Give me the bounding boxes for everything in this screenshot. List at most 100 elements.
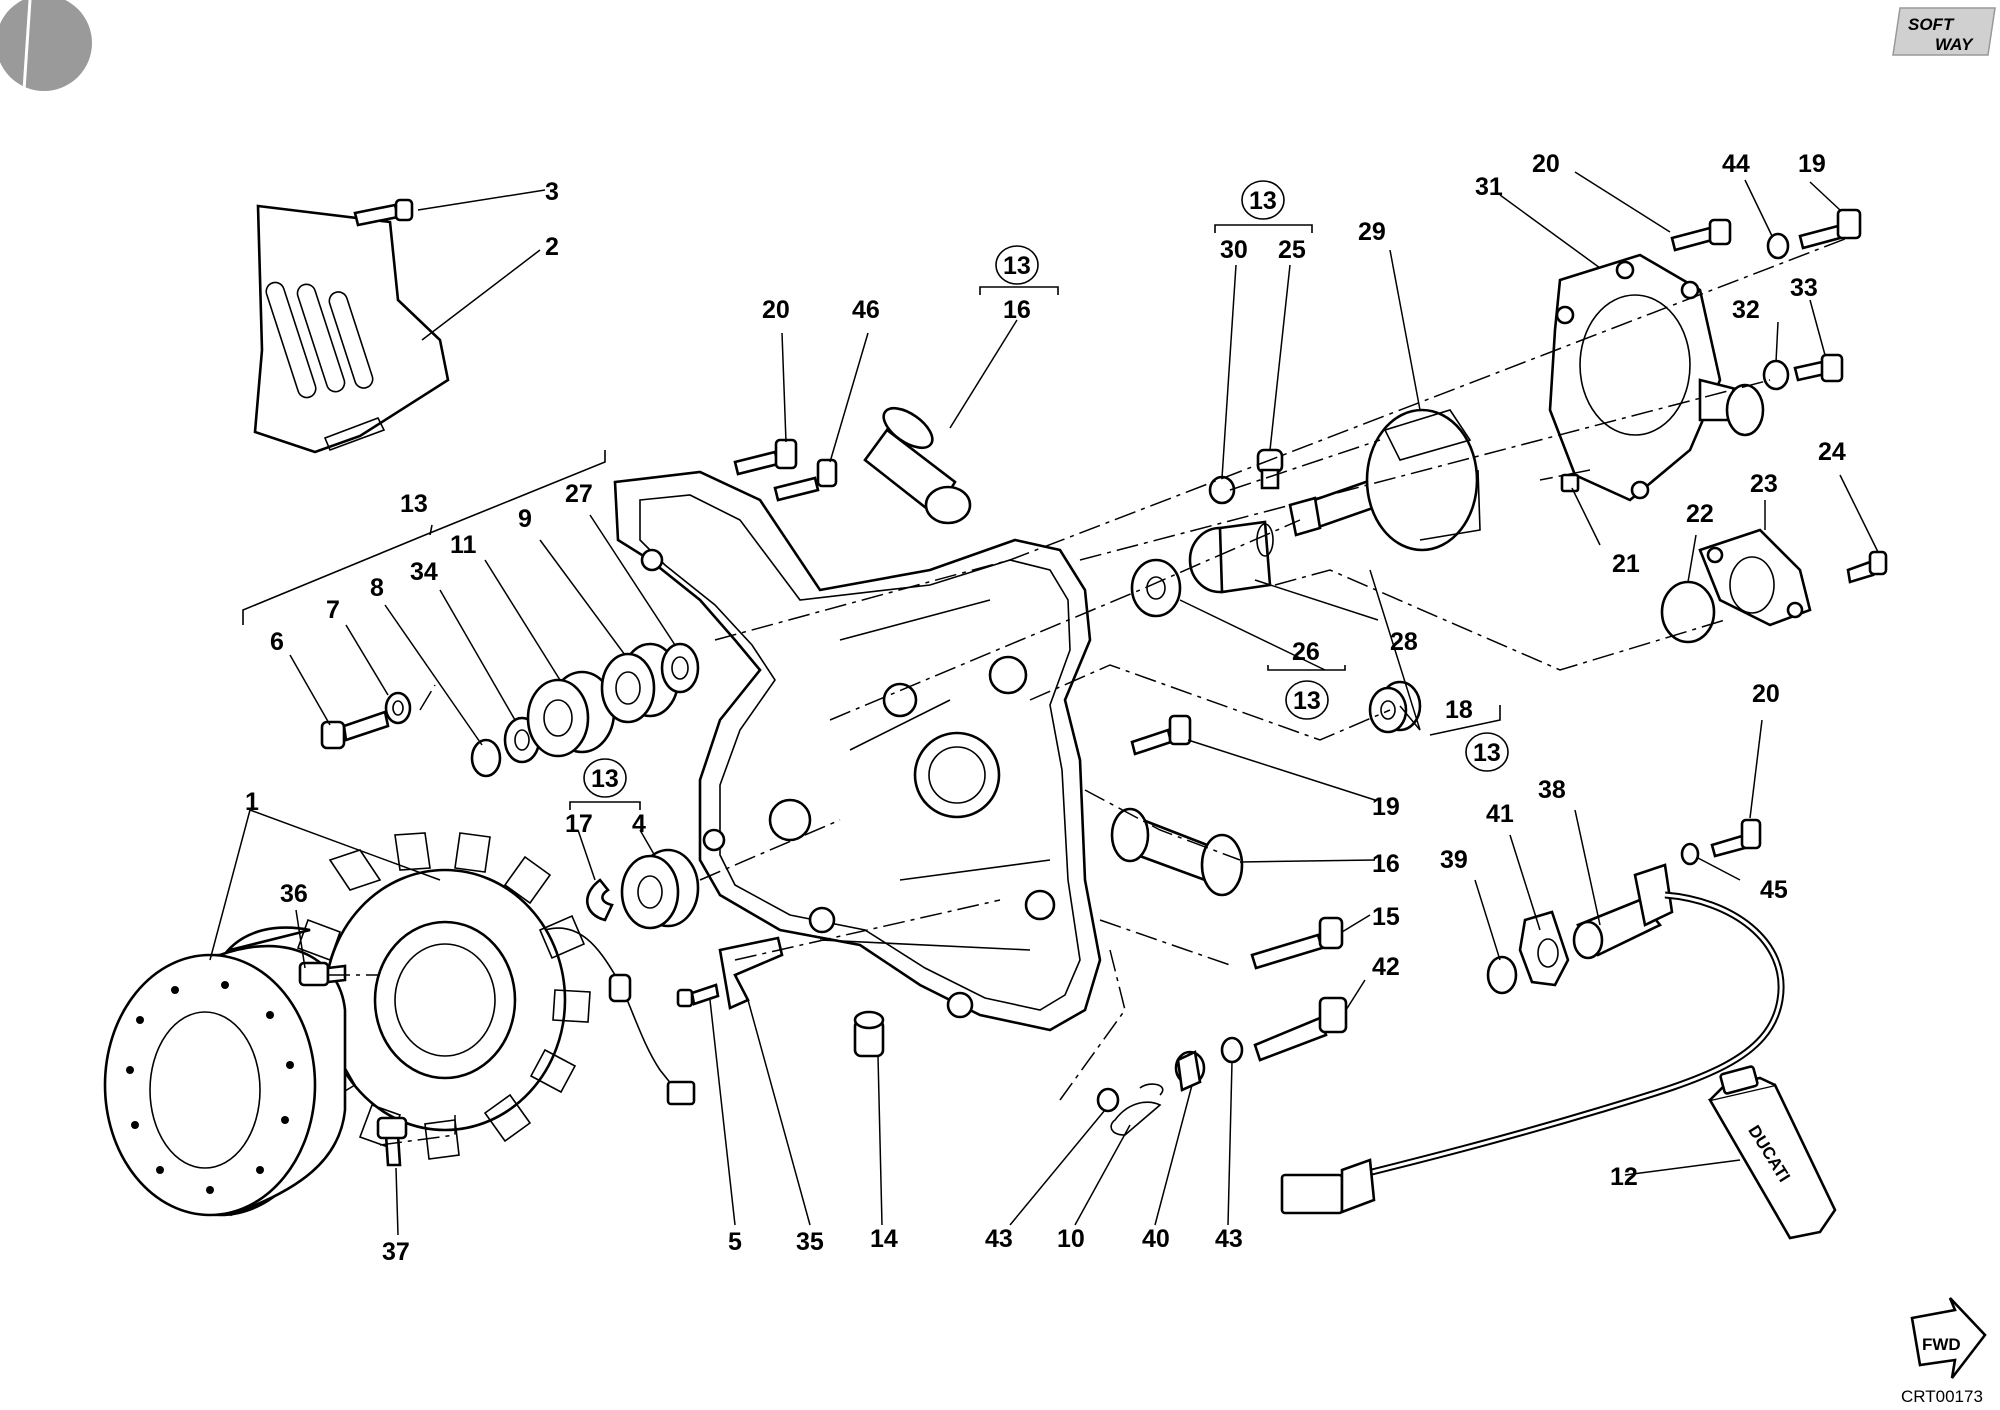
brand-logo: SOFT WAY	[1892, 7, 1996, 56]
washer-7	[384, 691, 412, 725]
callout-45: 45	[1760, 876, 1788, 904]
washer-43-right	[1220, 1036, 1244, 1064]
callout-16-top: 16	[1003, 296, 1031, 324]
callout-23: 23	[1750, 470, 1778, 498]
callout-20-pump: 20	[1532, 150, 1560, 178]
callout-1: 1	[245, 788, 259, 816]
assembly-center-lines	[328, 236, 1851, 1146]
screw-46	[773, 458, 838, 502]
washer-44	[1766, 232, 1790, 260]
group-bracket-13-left	[242, 450, 606, 625]
callout-11: 11	[450, 531, 477, 559]
callout-28: 28	[1390, 628, 1418, 656]
bolt-3	[353, 198, 414, 227]
screw-33	[1793, 353, 1844, 383]
callout-22: 22	[1686, 500, 1714, 528]
screw-24	[1846, 550, 1888, 584]
callout-14: 14	[870, 1225, 898, 1253]
callout-46: 46	[852, 296, 880, 324]
kit-ref-17: 13	[591, 765, 619, 793]
screw-20-pump	[1670, 218, 1732, 252]
callout-2: 2	[545, 233, 559, 261]
callout-39: 39	[1440, 846, 1468, 874]
stator	[291, 832, 696, 1160]
callout-8: 8	[370, 574, 384, 602]
drawing-code: CRT00173	[1901, 1387, 1983, 1406]
callout-38: 38	[1538, 776, 1566, 804]
screw-19-lower	[1130, 714, 1192, 756]
bracket-35	[718, 936, 784, 1010]
seal-28	[1188, 520, 1274, 594]
callout-13-left: 13	[400, 490, 428, 518]
kit-ref-18: 13	[1473, 739, 1501, 767]
ring-26	[1130, 558, 1182, 618]
callout-4: 4	[632, 810, 646, 838]
washer-32	[1762, 359, 1790, 391]
callout-34: 34	[410, 558, 438, 586]
group-bracket-16-top	[979, 245, 1059, 295]
o-ring-39	[1486, 955, 1518, 995]
screw-19-upper	[1798, 208, 1862, 250]
callout-43-right: 43	[1215, 1225, 1243, 1253]
logo-text-top: SOFT	[1908, 15, 1955, 34]
screw-36	[298, 961, 347, 987]
screw-20-upper	[733, 438, 798, 476]
callout-labels: 3 2 13 6 7 8 34 11 9 27 20 46 16 30 25 2…	[245, 150, 1846, 1266]
clip-10	[1110, 1083, 1164, 1136]
sprocket-cover	[253, 204, 450, 454]
group-bracket-17-4	[569, 758, 641, 810]
callout-29: 29	[1358, 218, 1386, 246]
screw-42	[1253, 996, 1348, 1062]
pump-cover-31	[1548, 253, 1765, 502]
kit-ref-16: 13	[1003, 252, 1031, 280]
spacer-14	[853, 1010, 885, 1058]
callout-12: 12	[1610, 1163, 1638, 1191]
sensor-38	[1572, 863, 1674, 960]
callout-15: 15	[1372, 903, 1400, 931]
washer-45	[1680, 842, 1700, 866]
callout-25: 25	[1278, 236, 1306, 264]
direction-label: FWD	[1922, 1335, 1961, 1354]
bearing-4	[620, 848, 700, 930]
callout-19-lower: 19	[1372, 793, 1400, 821]
callout-36: 36	[280, 880, 308, 908]
o-ring-22	[1660, 580, 1716, 644]
callout-16-lower: 16	[1372, 850, 1400, 878]
group-bracket-18	[1429, 705, 1509, 772]
callout-19-upper: 19	[1798, 150, 1826, 178]
generator-cover	[613, 470, 1102, 1032]
callout-37: 37	[382, 1238, 410, 1266]
connector	[1280, 1158, 1376, 1215]
group-bracket-13-top	[1214, 180, 1313, 233]
callout-6: 6	[270, 628, 284, 656]
callout-31: 31	[1475, 173, 1503, 201]
callout-27: 27	[565, 480, 593, 508]
callout-44: 44	[1722, 150, 1750, 178]
screw-15	[1250, 916, 1344, 970]
spacer-40	[1174, 1050, 1206, 1092]
screw-5	[676, 983, 720, 1008]
callout-3: 3	[545, 178, 559, 206]
dowel-21	[1560, 473, 1580, 493]
screw-25	[1256, 448, 1284, 490]
pipe-16-lower	[1110, 807, 1244, 897]
kit-ref-top: 13	[1249, 187, 1277, 215]
screw-20-sensor	[1710, 818, 1762, 858]
seal-27	[660, 642, 700, 694]
sealant-tube-12: DUCATI	[1707, 1065, 1837, 1240]
washer-43-left	[1096, 1087, 1120, 1113]
callout-20-sensor: 20	[1752, 680, 1780, 708]
sensor-cable	[1359, 891, 1785, 1179]
bearing-11	[526, 670, 616, 758]
callout-7: 7	[326, 596, 340, 624]
callout-18: 18	[1445, 696, 1473, 724]
callout-32: 32	[1732, 296, 1760, 324]
callout-43-left: 43	[985, 1225, 1013, 1253]
callout-20-upper: 20	[762, 296, 790, 324]
kit-ref-26: 13	[1293, 687, 1321, 715]
callout-33: 33	[1790, 274, 1818, 302]
callout-40: 40	[1142, 1225, 1170, 1253]
flange-23	[1698, 528, 1812, 627]
pipe-16-upper	[863, 406, 972, 525]
